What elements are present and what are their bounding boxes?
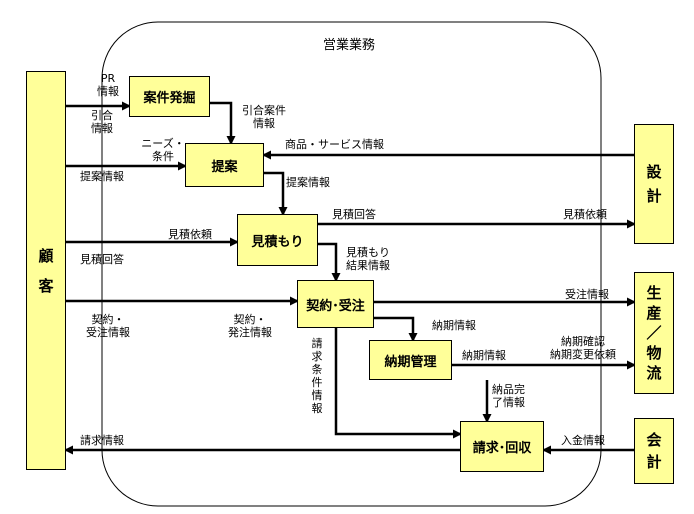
arrow-proposal-estimate — [264, 171, 288, 216]
proposal-box: 提案 — [185, 143, 264, 187]
label-delivery-complete-info: 納品完 了情報 — [492, 383, 525, 409]
sales-title: 営業業務 — [323, 38, 376, 53]
label-proposal-info: 提案情報 — [286, 176, 330, 189]
label-referral-info: 引合 情報 — [91, 109, 113, 135]
delivery-management-box: 納期管理 — [369, 340, 452, 380]
label-product-service-info: 商品・サービス情報 — [285, 138, 384, 151]
label-proposal-info-customer: 提案情報 — [80, 170, 124, 183]
case-discovery-box: 案件発掘 — [129, 76, 210, 117]
label-billing-info: 請求情報 — [80, 434, 124, 447]
label-contract-order-info: 契約・ 受注情報 — [86, 313, 130, 339]
label-estimate-reply-customer: 見積回答 — [80, 253, 124, 266]
arrow-referral-case — [210, 101, 236, 145]
accounting-box: 会 計 — [634, 418, 674, 484]
label-payment-info: 入金情報 — [561, 434, 605, 447]
label-estimate-request-design: 見積依頼 — [563, 208, 607, 221]
label-estimate-result-info: 見積もり 結果情報 — [346, 246, 390, 272]
billing-collection-box: 請求･回収 — [460, 421, 544, 472]
label-estimate-reply-design: 見積回答 — [332, 208, 376, 221]
label-estimate-request-customer: 見積依頼 — [168, 228, 212, 241]
production-logistics-box: 生 産 ／ 物 流 — [634, 272, 674, 394]
label-order-info: 受注情報 — [565, 288, 609, 301]
label-pr-info: PR 情報 — [97, 72, 119, 98]
label-contract-placement-info: 契約・ 発注情報 — [228, 313, 272, 339]
customer-box: 顧 客 — [26, 71, 66, 470]
arrow-estimate-contract — [318, 242, 341, 282]
arrow-contract-delivery — [374, 316, 418, 342]
label-billing-terms-info: 請求条件情報 — [311, 337, 323, 415]
contract-order-box: 契約･受注 — [297, 280, 374, 328]
estimate-box: 見積もり — [237, 214, 318, 266]
label-referral-case-info: 引合案件 情報 — [242, 104, 286, 130]
sales-boundary — [101, 21, 602, 507]
design-box: 設 計 — [634, 124, 674, 244]
label-delivery-info-production: 納期情報 — [462, 349, 506, 362]
label-delivery-confirm-change: 納期確認 納期変更依頼 — [550, 335, 616, 361]
label-delivery-info-down: 納期情報 — [432, 319, 476, 332]
label-needs-conditions: ニーズ・ 条件 — [141, 137, 185, 163]
arrow-billing-terms — [334, 328, 462, 439]
